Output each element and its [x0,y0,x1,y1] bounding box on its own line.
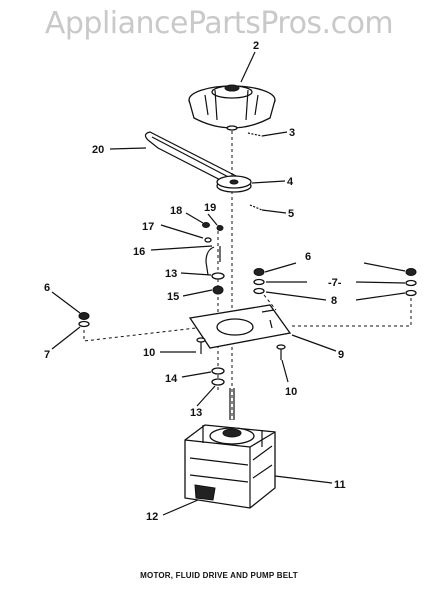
left-hardware-leader [83,327,197,342]
callout-4: 4 [287,176,294,188]
diagram-caption: MOTOR, FLUID DRIVE AND PUMP BELT [140,571,298,580]
callout-6-left: 6 [44,282,50,294]
fluid-drive-housing [188,84,276,131]
nut-washer-stack-right [405,268,417,297]
callout-3: 3 [289,127,295,139]
callout-2: 2 [253,40,259,52]
callout-18: 18 [170,205,182,217]
pulley-screw [249,204,263,211]
callout-8: 8 [331,295,337,307]
callout-7-left: 7 [44,349,50,361]
right-stack-leader [292,298,412,327]
mount-bolt-right [276,344,286,360]
callout-15: 15 [167,291,179,303]
callout-7-mid: -7- [328,277,342,289]
callout-16: 16 [133,246,145,258]
drive-motor [184,388,276,509]
callout-17: 17 [142,221,154,233]
clamp-hardware-stack [202,222,225,295]
callout-10-right: 10 [285,386,297,398]
callout-11: 11 [334,479,346,491]
set-screw [247,132,263,137]
callout-20: 20 [92,144,104,156]
nut-washer-stack-left [253,268,265,295]
watermark-logo: AppliancePartsPros.com [44,6,394,41]
callout-5: 5 [288,208,294,220]
callout-leaders [51,51,406,516]
drive-pulley [216,175,252,193]
callout-19: 19 [204,202,216,214]
washer-14 [211,367,225,375]
left-nut-washer [78,312,90,328]
callout-13-upper: 13 [165,268,177,280]
mount-bolt-left [196,337,206,354]
motor-mounting-plate [188,304,292,349]
callout-12: 12 [146,511,158,523]
washer-13-lower [211,378,225,386]
callout-14: 14 [165,373,178,385]
callout-13-lower: 13 [190,407,202,419]
callout-6-mid: 6 [305,251,311,263]
callout-labels: 2 3 4 5 20 18 19 17 16 13 15 6 -7- 8 6 7… [44,40,346,523]
callout-9: 9 [338,349,344,361]
callout-10-left: 10 [143,347,155,359]
